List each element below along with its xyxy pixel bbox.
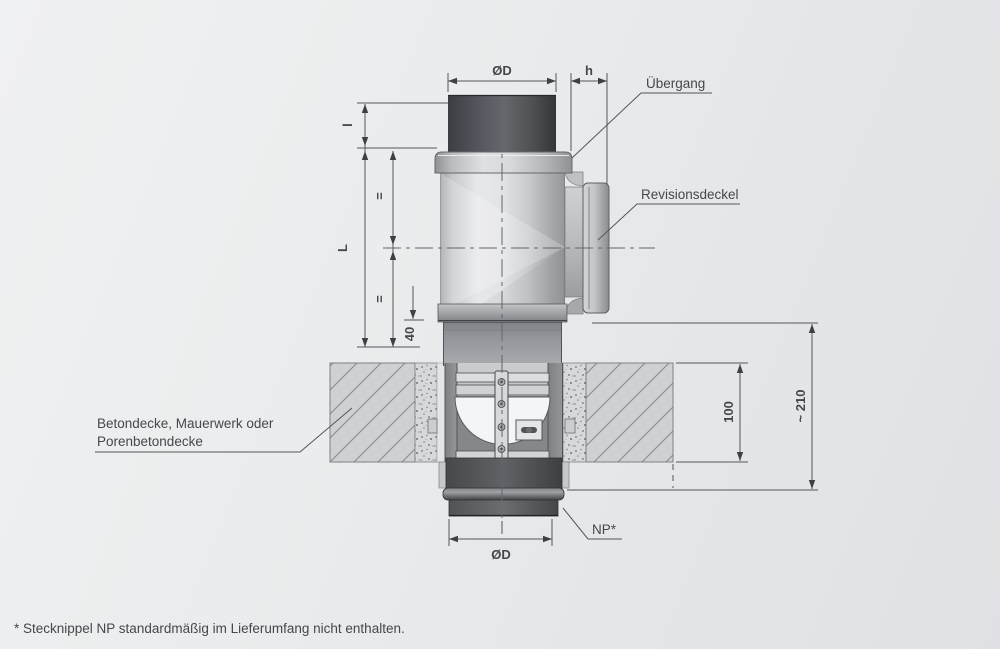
revisionsdeckel-leader [597,203,740,241]
through-ceiling-section [443,318,563,465]
ceiling-hatch-left [329,362,416,463]
np-tube-end [448,499,559,517]
clamp-tab-left [427,418,438,434]
footnote: * Stecknippel NP standardmäßig im Liefer… [14,621,405,636]
np-label: NP* [592,522,617,537]
dim-inlet-length: l [340,123,355,127]
branch-fillet-top [564,171,584,187]
ceiling-hatch-right [585,362,674,463]
dimensions: ØD h l L = = 40 100 [335,63,818,562]
dim-bottom-diameter: ØD [491,547,511,562]
air-gap-left [436,362,446,463]
flap-icon [521,427,537,433]
dim-transition-height: h [585,63,593,78]
branch-fillet-bottom [564,297,584,315]
shell-edge-left [438,461,447,489]
uebergang-label: Übergang [646,76,705,91]
np-rolled-rim [442,487,565,501]
clamp-tab-right [564,418,576,434]
body-shade [480,247,565,305]
insulation-strip-left [414,362,438,463]
tee-piece [434,94,610,323]
betondecke-label-line2: Porenbetondecke [97,434,203,449]
branch-tube [564,186,584,298]
np-nipple-section [438,457,570,517]
pipe-wall-right [548,363,563,462]
betondecke-leader [95,407,353,453]
np-leader [562,507,622,540]
shell-edge-right [561,461,570,489]
socket-collar [434,151,573,174]
uebergang-leader [571,92,712,159]
revisionsdeckel-label: Revisionsdeckel [641,187,739,202]
dim-equal-upper: = [372,192,387,200]
dim-ceiling-thickness: 100 [721,401,736,423]
insulation-strip-right [562,362,587,463]
dim-top-diameter: ØD [492,63,512,78]
centerlines [383,99,674,534]
dim-lower-length: ~ 210 [793,390,808,423]
betondecke-label-line1: Betondecke, Mauerwerk oder [97,416,274,431]
np-socket [445,457,563,490]
pipe-wall-left [445,363,457,462]
dim-equal-lower: = [372,295,387,303]
ceiling-slab [329,362,674,463]
annotations: Übergang Revisionsdeckel Betondecke, Mau… [95,76,740,540]
dim-total-length: L [335,244,350,252]
dim-offset-40: 40 [402,327,417,341]
